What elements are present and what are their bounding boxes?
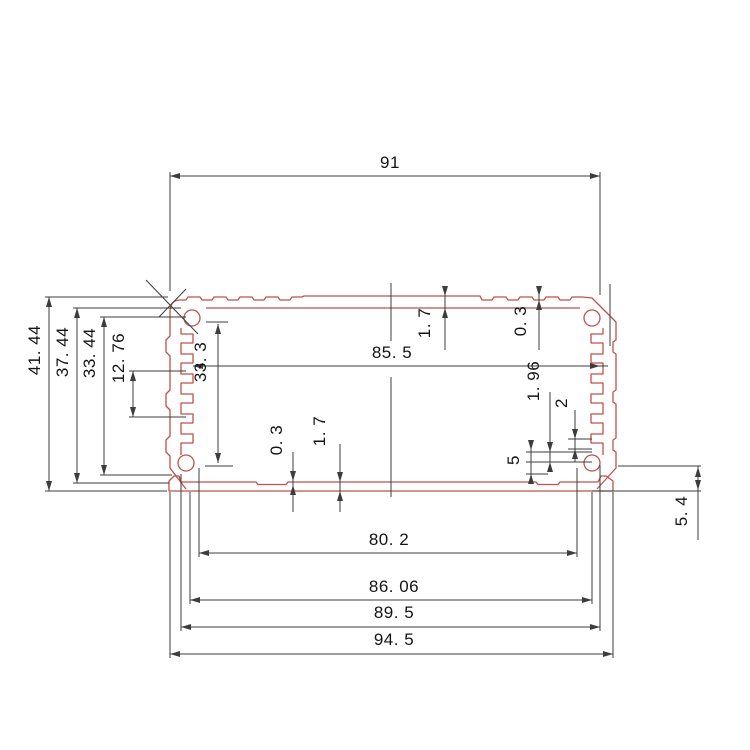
dim-top-step-label: 0. 3 [511, 306, 530, 336]
dim-rib-196-label: 1. 96 [524, 361, 543, 401]
dim-panel-drop-label: 5. 4 [672, 496, 691, 526]
dim-span-inner-bottom-label: 80. 2 [369, 530, 409, 549]
dim-cavity-height-label: 33. 3 [191, 342, 210, 382]
dim-slot-span-label: 12. 76 [109, 333, 128, 383]
screw-boss-bottom-left [177, 454, 195, 472]
dimension-lines [45, 172, 701, 658]
dim-span-panel-lines [189, 492, 593, 604]
corner-leader-line [145, 279, 199, 335]
dimension-labels: 91 41. 44 37. 44 33. 44 12. 76 33. 3 85.… [25, 153, 691, 649]
dim-mid-height-label: 37. 44 [53, 327, 72, 377]
dim-slot-span-lines [129, 370, 186, 418]
dim-span-panel-label: 86. 06 [369, 577, 419, 596]
dim-span-inner-bottom-lines [198, 468, 578, 557]
dim-span-wall-outer-label: 89. 5 [374, 603, 414, 622]
bottom-panel [168, 475, 614, 492]
shell-left-inner-teeth [180, 328, 194, 455]
dim-panel-drop-lines [592, 465, 701, 540]
dim-rib-5-label: 5 [504, 455, 523, 465]
dim-mid-height-lines [73, 307, 181, 484]
shell-right-inner-teeth [590, 328, 604, 455]
dim-outer-width-label: 91 [380, 153, 400, 172]
dim-span-overall-bottom-label: 94. 5 [374, 630, 414, 649]
dim-inner-frame-height-lines [100, 316, 186, 476]
screw-boss-bottom-right [583, 454, 601, 472]
screw-boss-top-left [183, 309, 201, 327]
dim-bottom-wall-label: 1. 7 [310, 416, 329, 446]
dim-bottom-step-label: 0. 3 [267, 425, 286, 455]
screw-boss-top-right [583, 309, 601, 327]
shell-left-outer-edge [165, 312, 187, 490]
dim-cavity-width-label: 85. 5 [372, 343, 412, 362]
dim-overall-height-label: 41. 44 [25, 325, 44, 375]
dim-span-wall-outer-lines [180, 465, 601, 631]
dim-rib-cluster-lines [526, 392, 592, 484]
corner-leader-line [158, 288, 187, 318]
dim-inner-frame-height-label: 33. 44 [80, 328, 99, 378]
extrusion-profile [165, 295, 617, 492]
dim-rib-2-label: 2 [552, 398, 571, 408]
dim-overall-height-lines [45, 296, 168, 492]
dim-cavity-height-lines [205, 321, 233, 467]
shell-outer-edge [169, 295, 617, 490]
dim-top-wall-label: 1. 7 [415, 308, 434, 338]
dim-span-overall-bottom-lines [169, 492, 614, 658]
dim-outer-width-lines [169, 172, 601, 295]
